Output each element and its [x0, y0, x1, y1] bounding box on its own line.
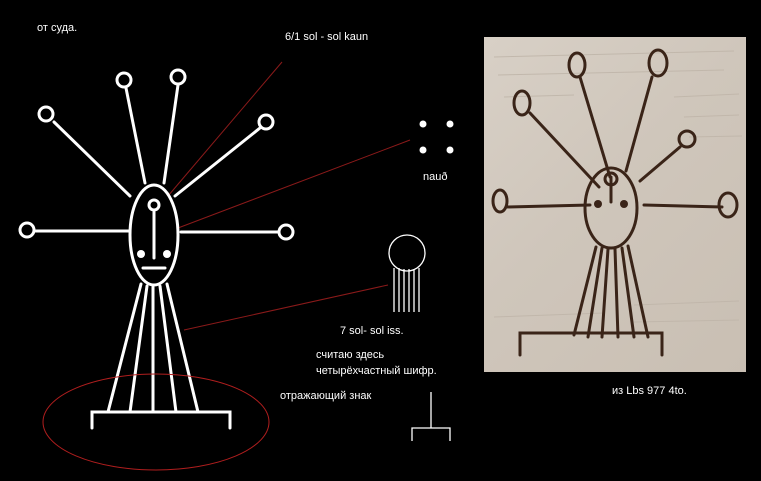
face-dots — [137, 250, 171, 258]
label-reflecting-sign: отражающий знак — [280, 390, 372, 402]
label-cipher-line1: считаю здесь — [316, 349, 385, 361]
pointer-line-sol-kaun — [167, 61, 283, 197]
sol-iss-symbol — [388, 234, 426, 312]
label-source: из Lbs 977 4to. — [612, 385, 687, 397]
base-highlight-ellipse — [42, 373, 270, 471]
four-dots-symbol — [419, 120, 454, 154]
manuscript-photo — [484, 37, 746, 372]
pointer-line-sol-iss — [183, 284, 389, 331]
stave-figure — [18, 68, 295, 430]
label-paid: nauð — [423, 171, 448, 183]
reflecting-sign-symbol — [411, 392, 451, 441]
label-sol-kaun: 6/1 sol - sol kaun — [285, 31, 369, 43]
pointer-line-paid — [177, 139, 411, 229]
label-cipher-line2: четырёхчастный шифр. — [316, 365, 437, 377]
label-top-left: от суда. — [37, 22, 78, 34]
label-sol-iss: 7 sol- sol iss. — [340, 325, 404, 337]
